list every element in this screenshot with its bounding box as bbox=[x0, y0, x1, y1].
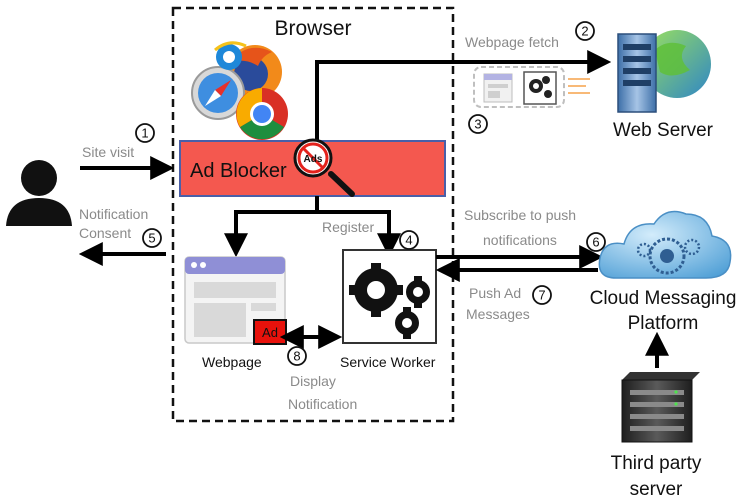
site-visit-label: Site visit bbox=[82, 144, 134, 160]
webpage-label: Webpage bbox=[202, 354, 262, 370]
step-number-6: 6 bbox=[592, 235, 599, 250]
step-number-5: 5 bbox=[148, 231, 155, 246]
step-number-2: 2 bbox=[581, 24, 588, 39]
ie-icon bbox=[214, 41, 247, 70]
step-badge-4: 4 bbox=[399, 230, 419, 250]
step-badge-8: 8 bbox=[287, 346, 307, 366]
subscribe-label-1: Subscribe to push bbox=[464, 207, 576, 223]
step-badge-3: 3 bbox=[468, 114, 488, 134]
fetch-process-icon bbox=[473, 66, 590, 108]
step-number-7: 7 bbox=[538, 288, 545, 303]
service-worker-label: Service Worker bbox=[340, 354, 436, 370]
notification-consent-label-2: Consent bbox=[79, 225, 131, 241]
step-badge-5: 5 bbox=[142, 228, 162, 248]
register-label: Register bbox=[322, 219, 374, 235]
browser-frame: Browser bbox=[171, 6, 455, 423]
browser-logos bbox=[191, 41, 288, 140]
web-server-icon bbox=[617, 30, 711, 113]
safari-icon bbox=[191, 66, 245, 120]
register-arrow bbox=[317, 210, 401, 258]
display-label: Display bbox=[290, 373, 336, 389]
third-party-label-1: Third party bbox=[611, 453, 702, 474]
push-ad-label-1: Push Ad bbox=[469, 285, 521, 301]
ad-blocker-label: Ad Blocker bbox=[190, 160, 287, 182]
cloud-platform-label-2: Platform bbox=[628, 313, 699, 334]
ad-search-icon: Ads bbox=[293, 138, 355, 197]
step-badge-2: 2 bbox=[575, 21, 595, 41]
step-number-3: 3 bbox=[474, 117, 481, 132]
ad-badge: Ad bbox=[253, 319, 287, 345]
cloud-platform-label-1: Cloud Messaging bbox=[590, 288, 737, 309]
push-ad-label-2: Messages bbox=[466, 306, 530, 322]
to-webpage-arrow bbox=[224, 196, 319, 258]
step-badge-6: 6 bbox=[586, 232, 606, 252]
chrome-icon bbox=[236, 88, 288, 140]
browser-title: Browser bbox=[274, 17, 351, 40]
webpage-fetch-label: Webpage fetch bbox=[465, 34, 559, 50]
step-number-8: 8 bbox=[293, 349, 300, 364]
third-party-server-icon bbox=[621, 372, 700, 443]
notification-label: Notification bbox=[288, 396, 357, 412]
service-worker-box bbox=[342, 249, 437, 344]
step-number-1: 1 bbox=[141, 126, 148, 141]
ads-icon-text: Ads bbox=[304, 154, 323, 165]
third-party-label-2: server bbox=[630, 479, 683, 500]
cloud-icon bbox=[598, 210, 732, 279]
subscribe-label-2: notifications bbox=[483, 232, 557, 248]
step-badge-1: 1 bbox=[135, 123, 155, 143]
notification-consent-label-1: Notification bbox=[79, 206, 148, 222]
step-badge-7: 7 bbox=[532, 285, 552, 305]
user-icon bbox=[6, 160, 72, 226]
gears-icon bbox=[349, 263, 430, 339]
ad-badge-text: Ad bbox=[262, 325, 278, 340]
step-number-4: 4 bbox=[405, 233, 412, 248]
web-server-label: Web Server bbox=[613, 120, 714, 141]
